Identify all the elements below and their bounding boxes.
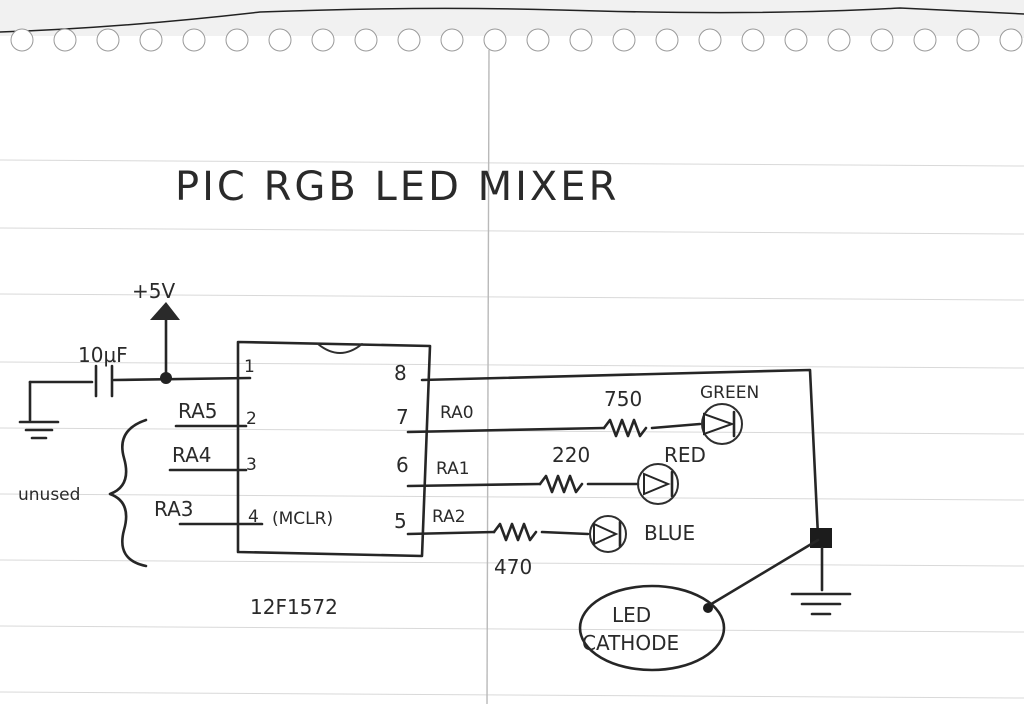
pin-signal-ra3: RA3	[154, 497, 194, 521]
pin-number: 6	[396, 453, 409, 477]
perforation-hole	[956, 28, 980, 52]
perforation-hole	[655, 28, 679, 52]
perforation-hole	[827, 28, 851, 52]
perforation-hole	[96, 28, 120, 52]
left-pin-4: RA3 4 (MCLR)	[154, 497, 333, 529]
diagram-title: PIC RGB LED MIXER	[175, 164, 619, 210]
pin-note-mclr: (MCLR)	[272, 509, 333, 529]
pic-chip	[236, 340, 432, 558]
perforation-hole	[53, 28, 77, 52]
perforation-hole	[698, 28, 722, 52]
pin-signal-ra5: RA5	[178, 399, 218, 423]
cathode-label-line2: CATHODE	[582, 631, 679, 655]
cathode-label-bubble: LED CATHODE	[578, 584, 726, 672]
pin-number: 1	[244, 357, 255, 377]
pin-number: 8	[394, 361, 407, 385]
resistor-label-green: 750	[604, 387, 642, 411]
perforation-hole	[870, 28, 894, 52]
perforation-hole	[397, 28, 421, 52]
pin-signal-ra2: RA2	[432, 507, 466, 527]
perforation-hole	[354, 28, 378, 52]
perforation-hole	[268, 28, 292, 52]
pin-number: 3	[246, 455, 257, 475]
perforation-hole	[612, 28, 636, 52]
cathode-label-line1: LED	[612, 603, 651, 627]
perforation-hole	[182, 28, 206, 52]
supply-symbol: +5V	[132, 279, 180, 378]
perforation-hole	[741, 28, 765, 52]
chip-part-number: 12F1572	[250, 595, 338, 619]
left-pin-2: RA5 2	[174, 399, 257, 429]
resistor-label-red: 220	[552, 443, 590, 467]
left-pin-3: RA4 3	[168, 443, 257, 475]
supply-label: +5V	[132, 279, 175, 303]
pin-signal-ra0: RA0	[440, 403, 474, 423]
perforation-hole	[139, 28, 163, 52]
ground-symbol-right	[790, 592, 852, 616]
ground-symbol-left	[18, 420, 60, 440]
perforation-hole	[999, 28, 1023, 52]
perforation-hole	[569, 28, 593, 52]
left-pin-1: 1	[244, 357, 255, 377]
pin-number: 4	[248, 507, 259, 527]
perforation-hole	[10, 28, 34, 52]
resistor-label-blue: 470	[494, 555, 532, 579]
right-pin-8: 8	[394, 361, 820, 538]
perforation-hole	[483, 28, 507, 52]
pin-number: 5	[394, 509, 407, 533]
perforation-hole	[225, 28, 249, 52]
pin-number: 2	[246, 409, 257, 429]
perforation-hole	[526, 28, 550, 52]
led-label-blue: BLUE	[644, 521, 695, 545]
led-blue: BLUE	[589, 515, 695, 553]
led-label-green: GREEN	[700, 383, 759, 403]
cathode-junction	[703, 528, 832, 613]
perforated-edge	[0, 0, 1024, 52]
perforation-hole	[913, 28, 937, 52]
capacitor-label: 10µF	[78, 343, 128, 367]
pin-number: 7	[396, 405, 409, 429]
perforation-hole	[440, 28, 464, 52]
unused-label: unused	[18, 485, 80, 505]
led-green: GREEN	[700, 383, 759, 445]
unused-brace: unused	[18, 418, 148, 568]
right-pin-6: 6 RA1 220	[396, 443, 640, 494]
led-red: RED	[637, 443, 706, 505]
right-pin-7: 7 RA0 750	[396, 387, 702, 438]
pin-signal-ra4: RA4	[172, 443, 212, 467]
right-pin-5: 5 RA2 470	[394, 507, 590, 579]
perforation-hole	[311, 28, 335, 52]
led-label-red: RED	[664, 443, 706, 467]
pin-signal-ra1: RA1	[436, 459, 470, 479]
perforation-hole	[784, 28, 808, 52]
decoupling-capacitor: 10µF	[28, 343, 252, 422]
